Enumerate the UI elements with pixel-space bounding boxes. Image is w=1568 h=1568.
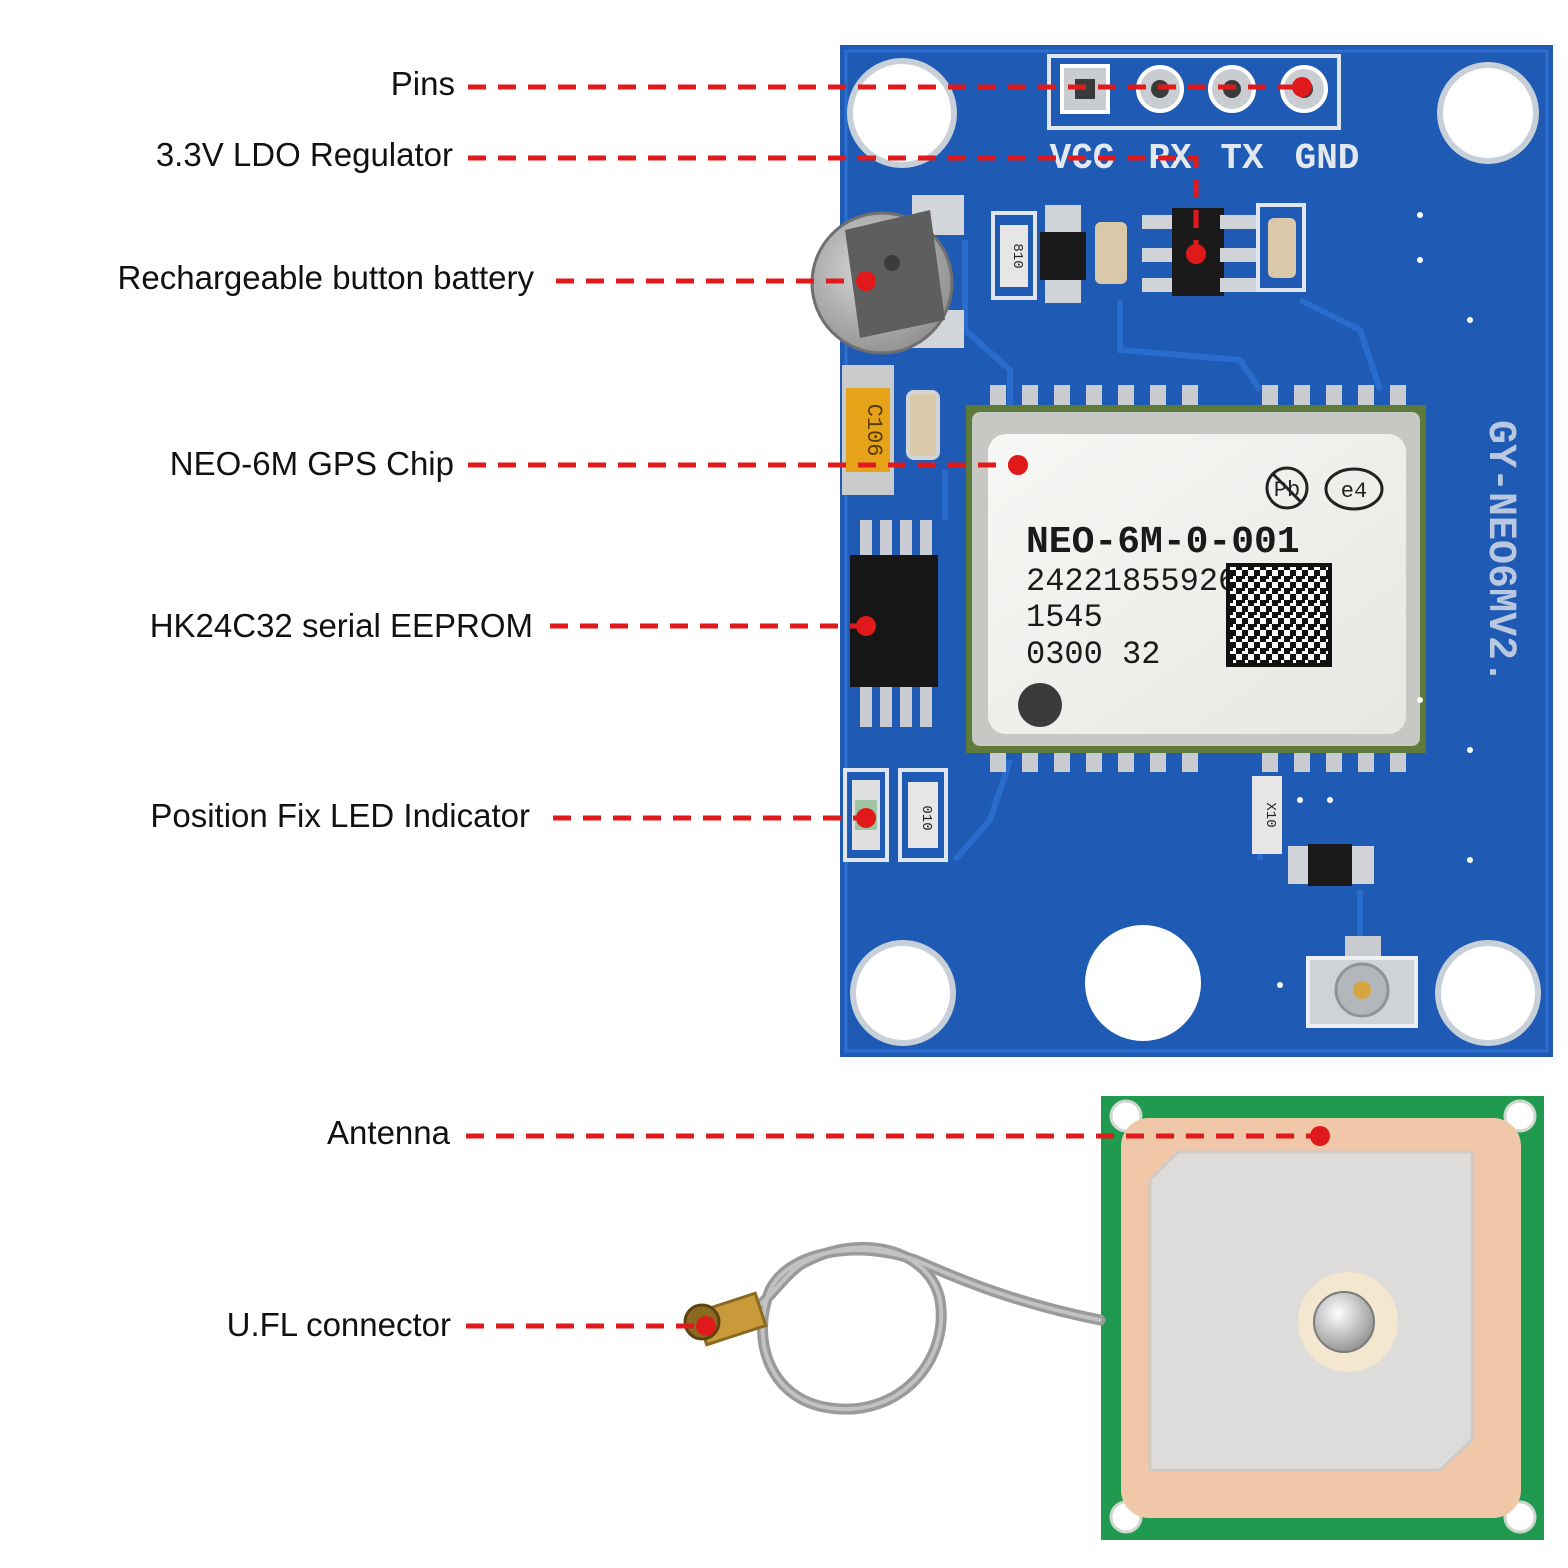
neo6m-module: Pb e4 NEO-6M-0-001 24221855926 1545 0300… [966,385,1426,772]
pin-label-tx: TX [1220,138,1264,179]
label-ufl-connector: U.FL connector [226,1306,451,1343]
label-pins: Pins [390,65,455,102]
mounting-hole [1435,940,1541,1046]
resistor-code: 810 [1009,243,1025,268]
button-battery [810,195,964,355]
capacitor-small [1095,222,1127,284]
svg-text:e4: e4 [1341,479,1367,504]
capacitor-code: C106 [861,404,886,457]
datamatrix-code [1226,563,1332,667]
ufl-socket [1306,936,1418,1028]
label-button-battery: Rechargeable button battery [117,259,534,296]
resistor [908,782,938,848]
label-gps-chip: NEO-6M GPS Chip [169,445,454,482]
mounting-hole [850,940,956,1046]
resistor [1252,776,1282,854]
ldo-regulator-area: 810 [991,203,1306,303]
feed-point [1313,1291,1375,1353]
capacitor-small [1268,218,1296,278]
chip-line3: 1545 [1026,599,1103,636]
board-silkscreen: GY-NEO6MV2. [1477,420,1522,684]
leader-dot [1008,455,1028,475]
tantalum-capacitor: C106 [842,365,940,495]
diode [1040,232,1086,280]
diode [1308,844,1352,886]
pb-free-icon [1265,466,1309,510]
leader-dot [696,1316,716,1336]
label-antenna: Antenna [327,1114,450,1151]
svg-text:Pb: Pb [1274,478,1300,503]
leader-dot [856,616,876,636]
mounting-hole [1503,1099,1537,1133]
leader-dot [1186,244,1206,264]
resistor [1000,225,1028,287]
label-led-indicator: Position Fix LED Indicator [150,797,530,834]
chip-model: NEO-6M-0-001 [1026,521,1300,564]
mounting-hole [1085,925,1201,1041]
pin-label-gnd: GND [1295,138,1360,179]
leader-dot [1292,77,1312,97]
mounting-hole [1437,62,1539,164]
antenna-board [1101,1096,1544,1540]
leader-lines [466,84,1318,1329]
resistor-code: X10 [1262,802,1278,827]
leader-dot [1310,1126,1330,1146]
mounting-holes [847,58,1541,1046]
resistor-code: 010 [918,805,934,830]
pcb-vias [1277,212,1473,988]
chip-line4: 0300 32 [1026,636,1160,673]
eeprom-ic [850,520,938,727]
capacitor-small [906,390,940,460]
mounting-hole [847,58,957,168]
leader-dot [856,808,876,828]
leader-ldo-regulator [468,155,1199,254]
e4-badge [1324,467,1384,511]
leader-dot [856,271,876,291]
antenna-cable [683,1241,1106,1415]
label-ldo-regulator: 3.3V LDO Regulator [155,136,453,173]
chip-serial: 24221855926 [1026,563,1237,600]
label-eeprom: HK24C32 serial EEPROM [149,607,533,644]
leader-endpoints [696,77,1330,1336]
pin1-marker [1018,683,1062,727]
gps-module-board: VCC RX TX GND 810 [810,45,1553,1057]
